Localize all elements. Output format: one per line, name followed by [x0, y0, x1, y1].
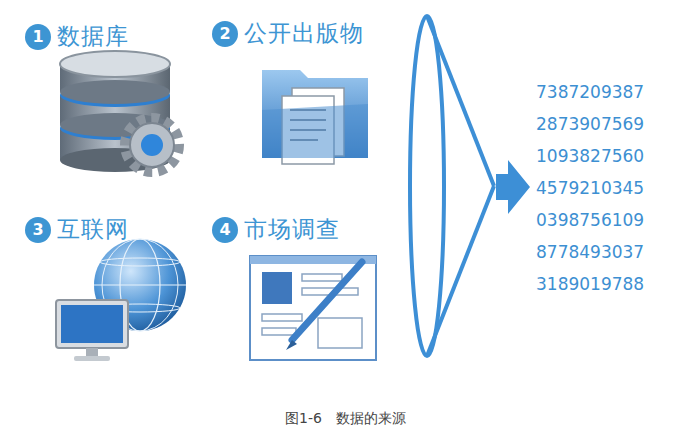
- data-digits: 3189019788: [536, 274, 644, 294]
- db-layer: [60, 80, 170, 104]
- form-box: [318, 318, 362, 348]
- gear-teeth: [125, 118, 179, 172]
- source-label: 公开出版物: [244, 18, 364, 49]
- numbered-source: 3互联网: [25, 214, 129, 245]
- globe-grid: [94, 284, 186, 285]
- monitor-screen: [61, 305, 123, 343]
- callout-number: 4: [212, 217, 238, 243]
- callout-number: 1: [25, 24, 51, 50]
- data-digits: 0398756109: [536, 210, 644, 230]
- funnel-side: [427, 186, 494, 356]
- gear: [130, 123, 174, 167]
- data-digits: 8778493037: [536, 242, 644, 262]
- form-field: [302, 274, 342, 281]
- data-digits: 2873907569: [536, 114, 644, 134]
- data-digits: 1093827560: [536, 146, 644, 166]
- figure-caption: 图1-6 数据的来源: [285, 410, 406, 428]
- pencil: [292, 262, 362, 340]
- output-arrow: [496, 160, 530, 214]
- form-window: [250, 256, 376, 360]
- numbered-source: 2公开出版物: [212, 18, 364, 49]
- funnel-rim: [410, 16, 444, 356]
- form-field: [262, 328, 296, 335]
- folder-back: [262, 70, 368, 158]
- data-digits: 7387209387: [536, 82, 644, 102]
- form-picture: [262, 272, 292, 304]
- database-icon: [60, 51, 179, 172]
- monitor-stand: [86, 348, 98, 356]
- funnel: [410, 16, 494, 356]
- numbered-source: 4市场调查: [212, 214, 340, 245]
- source-label: 互联网: [57, 214, 129, 245]
- db-top: [60, 51, 170, 77]
- source-label: 市场调查: [244, 214, 340, 245]
- callout-number: 3: [25, 217, 51, 243]
- data-digits: 4579210345: [536, 178, 644, 198]
- funnel-side: [427, 16, 494, 186]
- globe-grid: [100, 258, 180, 266]
- gear-center: [141, 134, 163, 156]
- source-label: 数据库: [57, 21, 129, 52]
- survey-icon: [250, 256, 376, 360]
- folder-icon: [262, 70, 368, 164]
- callout-number: 2: [212, 21, 238, 47]
- numbered-source: 1数据库: [25, 21, 129, 52]
- pencil-tip: [286, 340, 297, 350]
- internet-icon: [56, 239, 186, 361]
- form-field: [262, 314, 302, 321]
- monitor: [56, 300, 128, 348]
- monitor-base: [74, 356, 110, 361]
- folder-front: [262, 104, 368, 158]
